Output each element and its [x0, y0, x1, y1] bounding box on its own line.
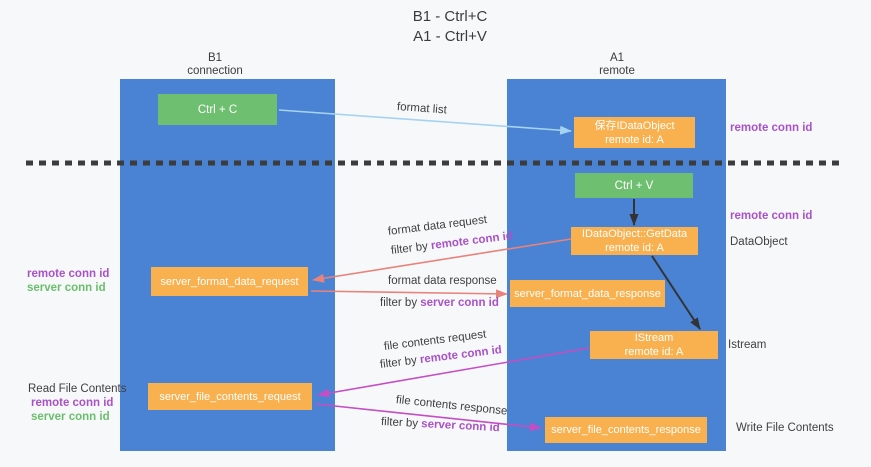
filter-by-text: filter by [390, 240, 432, 257]
filter-by-server-conn-id-label-2: filter by server conn id [381, 416, 500, 434]
left-mid-remote-conn-id-label: remote conn id [27, 268, 110, 280]
server-format-data-request-label: server_format_data_request [160, 275, 299, 288]
istream-line2: remote id: A [624, 346, 684, 358]
filter-by-text: filter by [379, 354, 421, 371]
server-file-contents-request-node: server_file_contents_request [148, 383, 312, 410]
format-data-response-arrow [310, 289, 508, 299]
read-file-contents-label: Read File Contents [28, 383, 127, 395]
server-format-data-request-node: server_format_data_request [151, 267, 308, 296]
right-column-role: remote [599, 65, 635, 77]
right-column-header: A1 remote [557, 52, 677, 78]
left-column-role: connection [187, 65, 243, 77]
istream-side-label: Istream [728, 339, 767, 351]
write-file-contents-label: Write File Contents [736, 422, 834, 434]
server-format-data-response-label: server_format_data_response [514, 287, 661, 300]
left-mid-server-conn-id-label: server conn id [27, 282, 106, 294]
server-format-data-response-node: server_format_data_response [510, 280, 665, 307]
title-line-1: B1 - Ctrl+C [412, 8, 488, 25]
save-idataobject-line1: 保存IDataObject [594, 119, 675, 132]
remote-conn-id-mid-right-label: remote conn id [730, 210, 813, 222]
server-conn-id-text: server conn id [420, 297, 499, 309]
istream-node: IStream remote id: A [590, 331, 718, 359]
left-bottom-server-conn-id-label: server conn id [31, 411, 110, 423]
ctrl-c-label: Ctrl + C [197, 103, 238, 116]
getdata-line1: IDataObject::GetData [581, 228, 688, 240]
save-idataobject-line2: remote id: A [605, 133, 664, 146]
server-conn-id-text: server conn id [420, 418, 501, 435]
right-column-name: A1 [609, 52, 625, 64]
remote-conn-id-top-right-label: remote conn id [730, 122, 813, 134]
format-list-label: format list [396, 101, 448, 117]
ctrl-v-node: Ctrl + V [575, 173, 693, 198]
idataobject-getdata-node: IDataObject::GetData remote id: A [571, 227, 698, 255]
server-file-contents-request-label: server_file_contents_request [159, 390, 301, 403]
ctrl-c-node: Ctrl + C [158, 94, 277, 125]
left-bottom-remote-conn-id-label: remote conn id [31, 397, 114, 409]
file-contents-response-label: file contents response [395, 394, 508, 418]
istream-line1: IStream [634, 332, 674, 344]
filter-by-server-conn-id-label-1: filter by server conn id [380, 297, 499, 309]
remote-conn-id-text: remote conn id [419, 344, 503, 367]
title-line-2: A1 - Ctrl+V [413, 28, 487, 45]
remote-conn-id-text: remote conn id [430, 230, 514, 253]
filter-by-text: filter by [380, 416, 422, 431]
ctrl-v-label: Ctrl + V [614, 179, 654, 192]
getdata-line2: remote id: A [605, 242, 664, 254]
save-idataobject-node: 保存IDataObject remote id: A [574, 117, 695, 148]
server-file-contents-response-label: server_file_contents_response [551, 424, 701, 436]
format-data-response-label: format data response [388, 275, 497, 287]
filter-by-text: filter by [380, 297, 421, 309]
dataobject-side-label: DataObject [730, 236, 788, 248]
left-column-header: B1 connection [155, 52, 275, 78]
left-column-name: B1 [207, 52, 223, 64]
server-file-contents-response-node: server_file_contents_response [545, 417, 707, 443]
